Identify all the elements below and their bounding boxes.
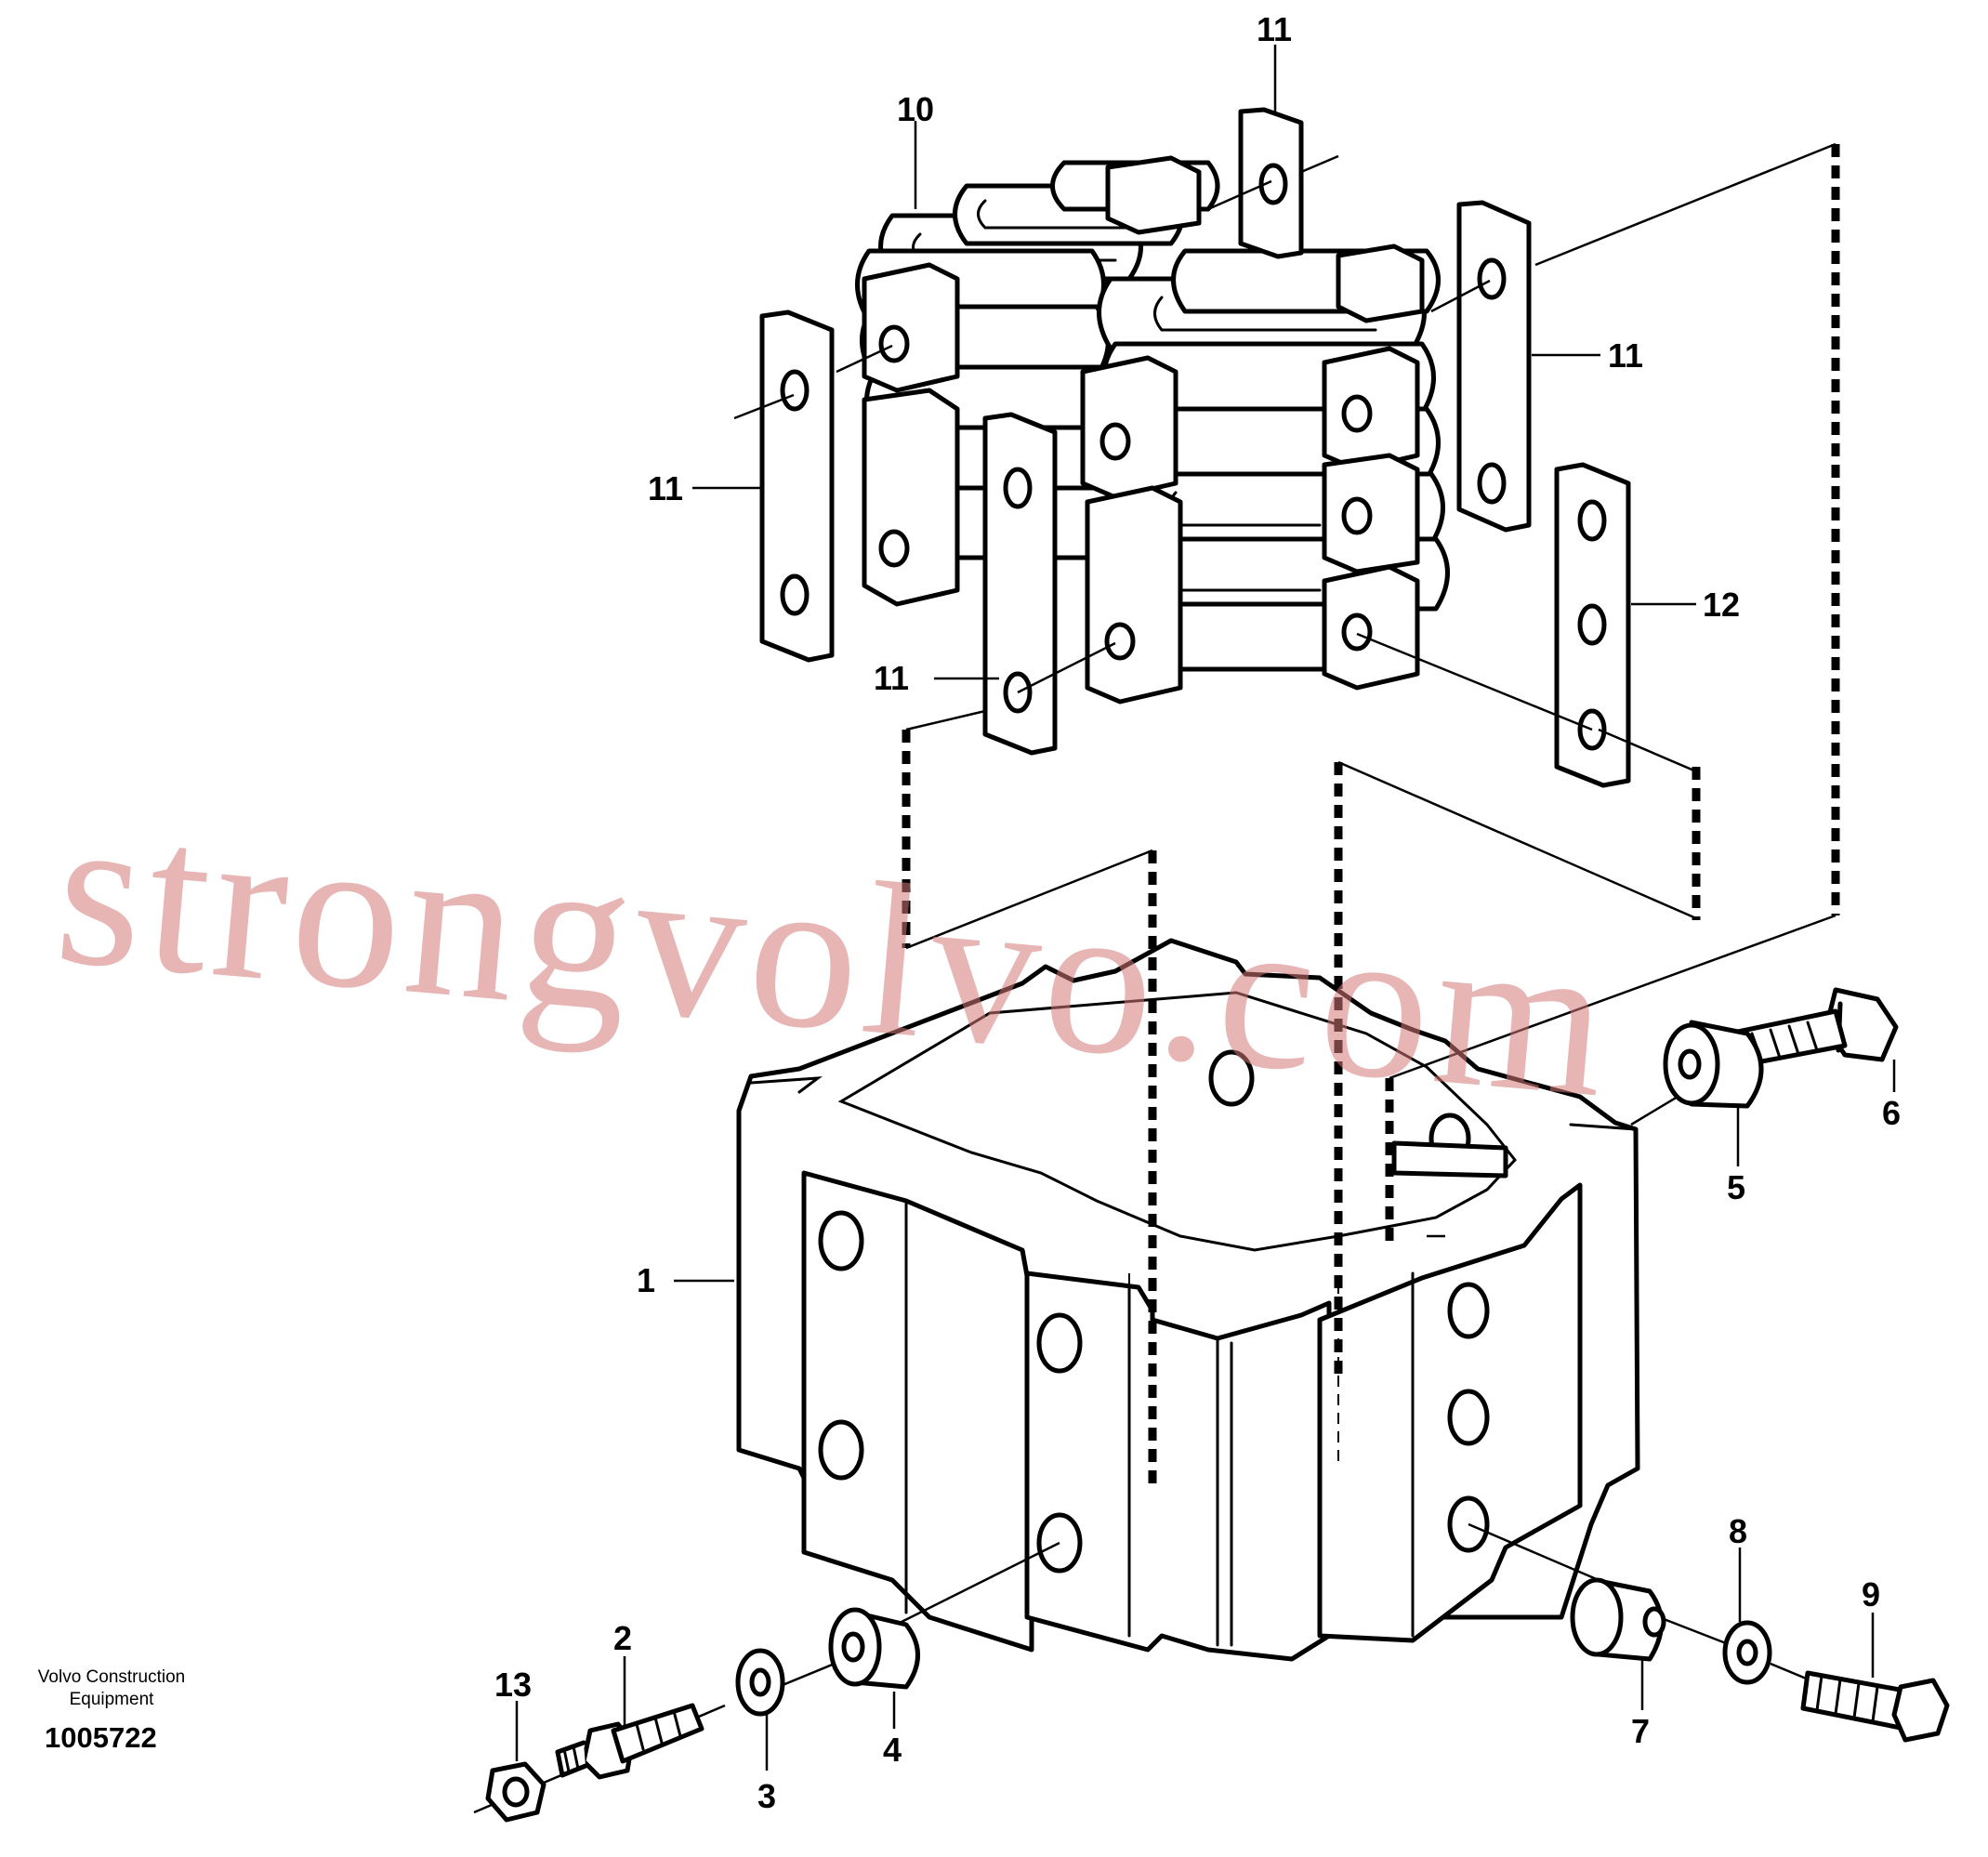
- callout-3: 3: [757, 1777, 776, 1815]
- callout-5: 5: [1727, 1168, 1745, 1206]
- callout-11-left: 11: [648, 469, 683, 507]
- callout-13: 13: [494, 1666, 532, 1704]
- callout-11-right: 11: [1608, 336, 1643, 375]
- bolt-part-2: [555, 1703, 704, 1780]
- heater-coil-part-10: [855, 155, 1450, 705]
- callout-12: 12: [1703, 586, 1740, 624]
- bushing-part-5: [1663, 1020, 1764, 1109]
- washer-part-3: [735, 1648, 785, 1717]
- bolt-part-9: [1800, 1670, 1950, 1743]
- nut-part-13: [485, 1761, 546, 1823]
- callout-1: 1: [637, 1261, 655, 1299]
- housing-part-1: [736, 938, 1640, 1662]
- callout-11-top: 11: [1257, 10, 1292, 48]
- document-number: 1005722: [45, 1721, 157, 1754]
- callout-4: 4: [883, 1731, 902, 1769]
- credit-line-2: Equipment: [70, 1690, 155, 1709]
- callout-leaders: [515, 45, 1896, 1771]
- bushing-part-7: [1570, 1577, 1666, 1662]
- callout-7: 7: [1631, 1712, 1650, 1750]
- callout-8: 8: [1729, 1512, 1747, 1550]
- callout-10: 10: [897, 90, 934, 128]
- callout-9: 9: [1862, 1575, 1880, 1613]
- callout-2: 2: [613, 1619, 632, 1657]
- washer-part-8: [1722, 1620, 1772, 1685]
- callout-11-center: 11: [874, 659, 909, 697]
- strap-plates: [759, 107, 1631, 788]
- callout-labels: 10 11 11 11 11 12 1 6 5 4 3 2 13 7 8 9: [494, 10, 1901, 1815]
- credit-line-1: Volvo Construction: [38, 1667, 185, 1687]
- bushing-part-4: [828, 1607, 920, 1690]
- bolt-part-6: [1735, 987, 1899, 1067]
- callout-6: 6: [1882, 1094, 1901, 1132]
- guide-lines: [902, 144, 1840, 1515]
